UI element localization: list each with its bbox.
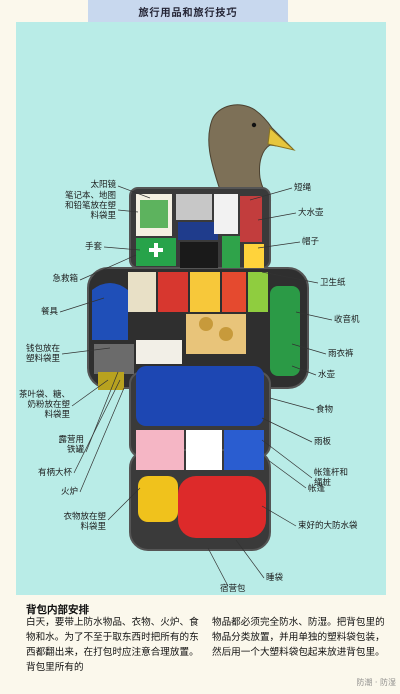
label-tea-sugar-milk: 茶叶袋、糖、 奶粉放在塑 料袋里: [18, 390, 70, 420]
label-clothes-bag: 衣物放在塑 料袋里: [63, 512, 106, 532]
duck-illustration: [208, 104, 296, 201]
label-notebook-map-pencil: 笔记本、地图 和铅笔放在塑 料袋里: [64, 191, 116, 221]
label-tent-poles: 帐篷杆和 绳桩: [314, 468, 349, 488]
section-title: 背包内部安排: [26, 604, 89, 616]
paragraph-left: 白天，要带上防水物品、衣物、火炉、食物和水。为了不至于取东西时把所有的东西都翻出…: [26, 617, 199, 673]
label-gloves: 手套: [84, 242, 102, 252]
leader-lines: [59, 185, 333, 587]
top-compartment-items: [136, 194, 264, 268]
label-sleeping-bag: 睡袋: [266, 573, 284, 583]
label-waterproof-bag: 束好的大防水袋: [298, 521, 358, 531]
label-wallet: 钱包放在 塑料袋里: [25, 344, 60, 364]
label-mug: 有柄大杯: [37, 468, 72, 478]
label-camping-tin: 露营用 铁罐: [58, 435, 84, 455]
paragraph-right: 物品都必须完全防水、防湿。把背包里的物品分类放置，并用单独的塑料袋包装，然后用一…: [212, 617, 385, 658]
label-hat: 帽子: [302, 237, 320, 247]
label-sunglasses: 太阳镜: [90, 180, 116, 190]
watermark: 防潮 · 防湿: [356, 678, 396, 687]
label-utensils: 餐具: [40, 307, 58, 317]
label-stove: 火炉: [60, 487, 78, 497]
label-camping-bag: 宿营包: [220, 584, 246, 594]
label-tent: 帐篷: [308, 484, 326, 494]
label-water-bottle: 水壶: [318, 370, 336, 380]
label-toilet-paper: 卫生纸: [320, 278, 346, 288]
label-food: 食物: [316, 405, 334, 415]
lower-compartment-items: [136, 366, 266, 538]
label-raincoat: 雨衣裤: [328, 349, 354, 359]
header-title: 旅行用品和旅行技巧: [138, 7, 238, 19]
label-rain-board: 雨板: [314, 437, 332, 447]
middle-compartment-items: [92, 272, 300, 390]
label-big-bottle: 大水壶: [298, 208, 324, 218]
label-radio: 收音机: [334, 315, 360, 325]
label-short-rope: 短绳: [294, 183, 312, 193]
label-first-aid-kit: 急救箱: [52, 274, 78, 284]
